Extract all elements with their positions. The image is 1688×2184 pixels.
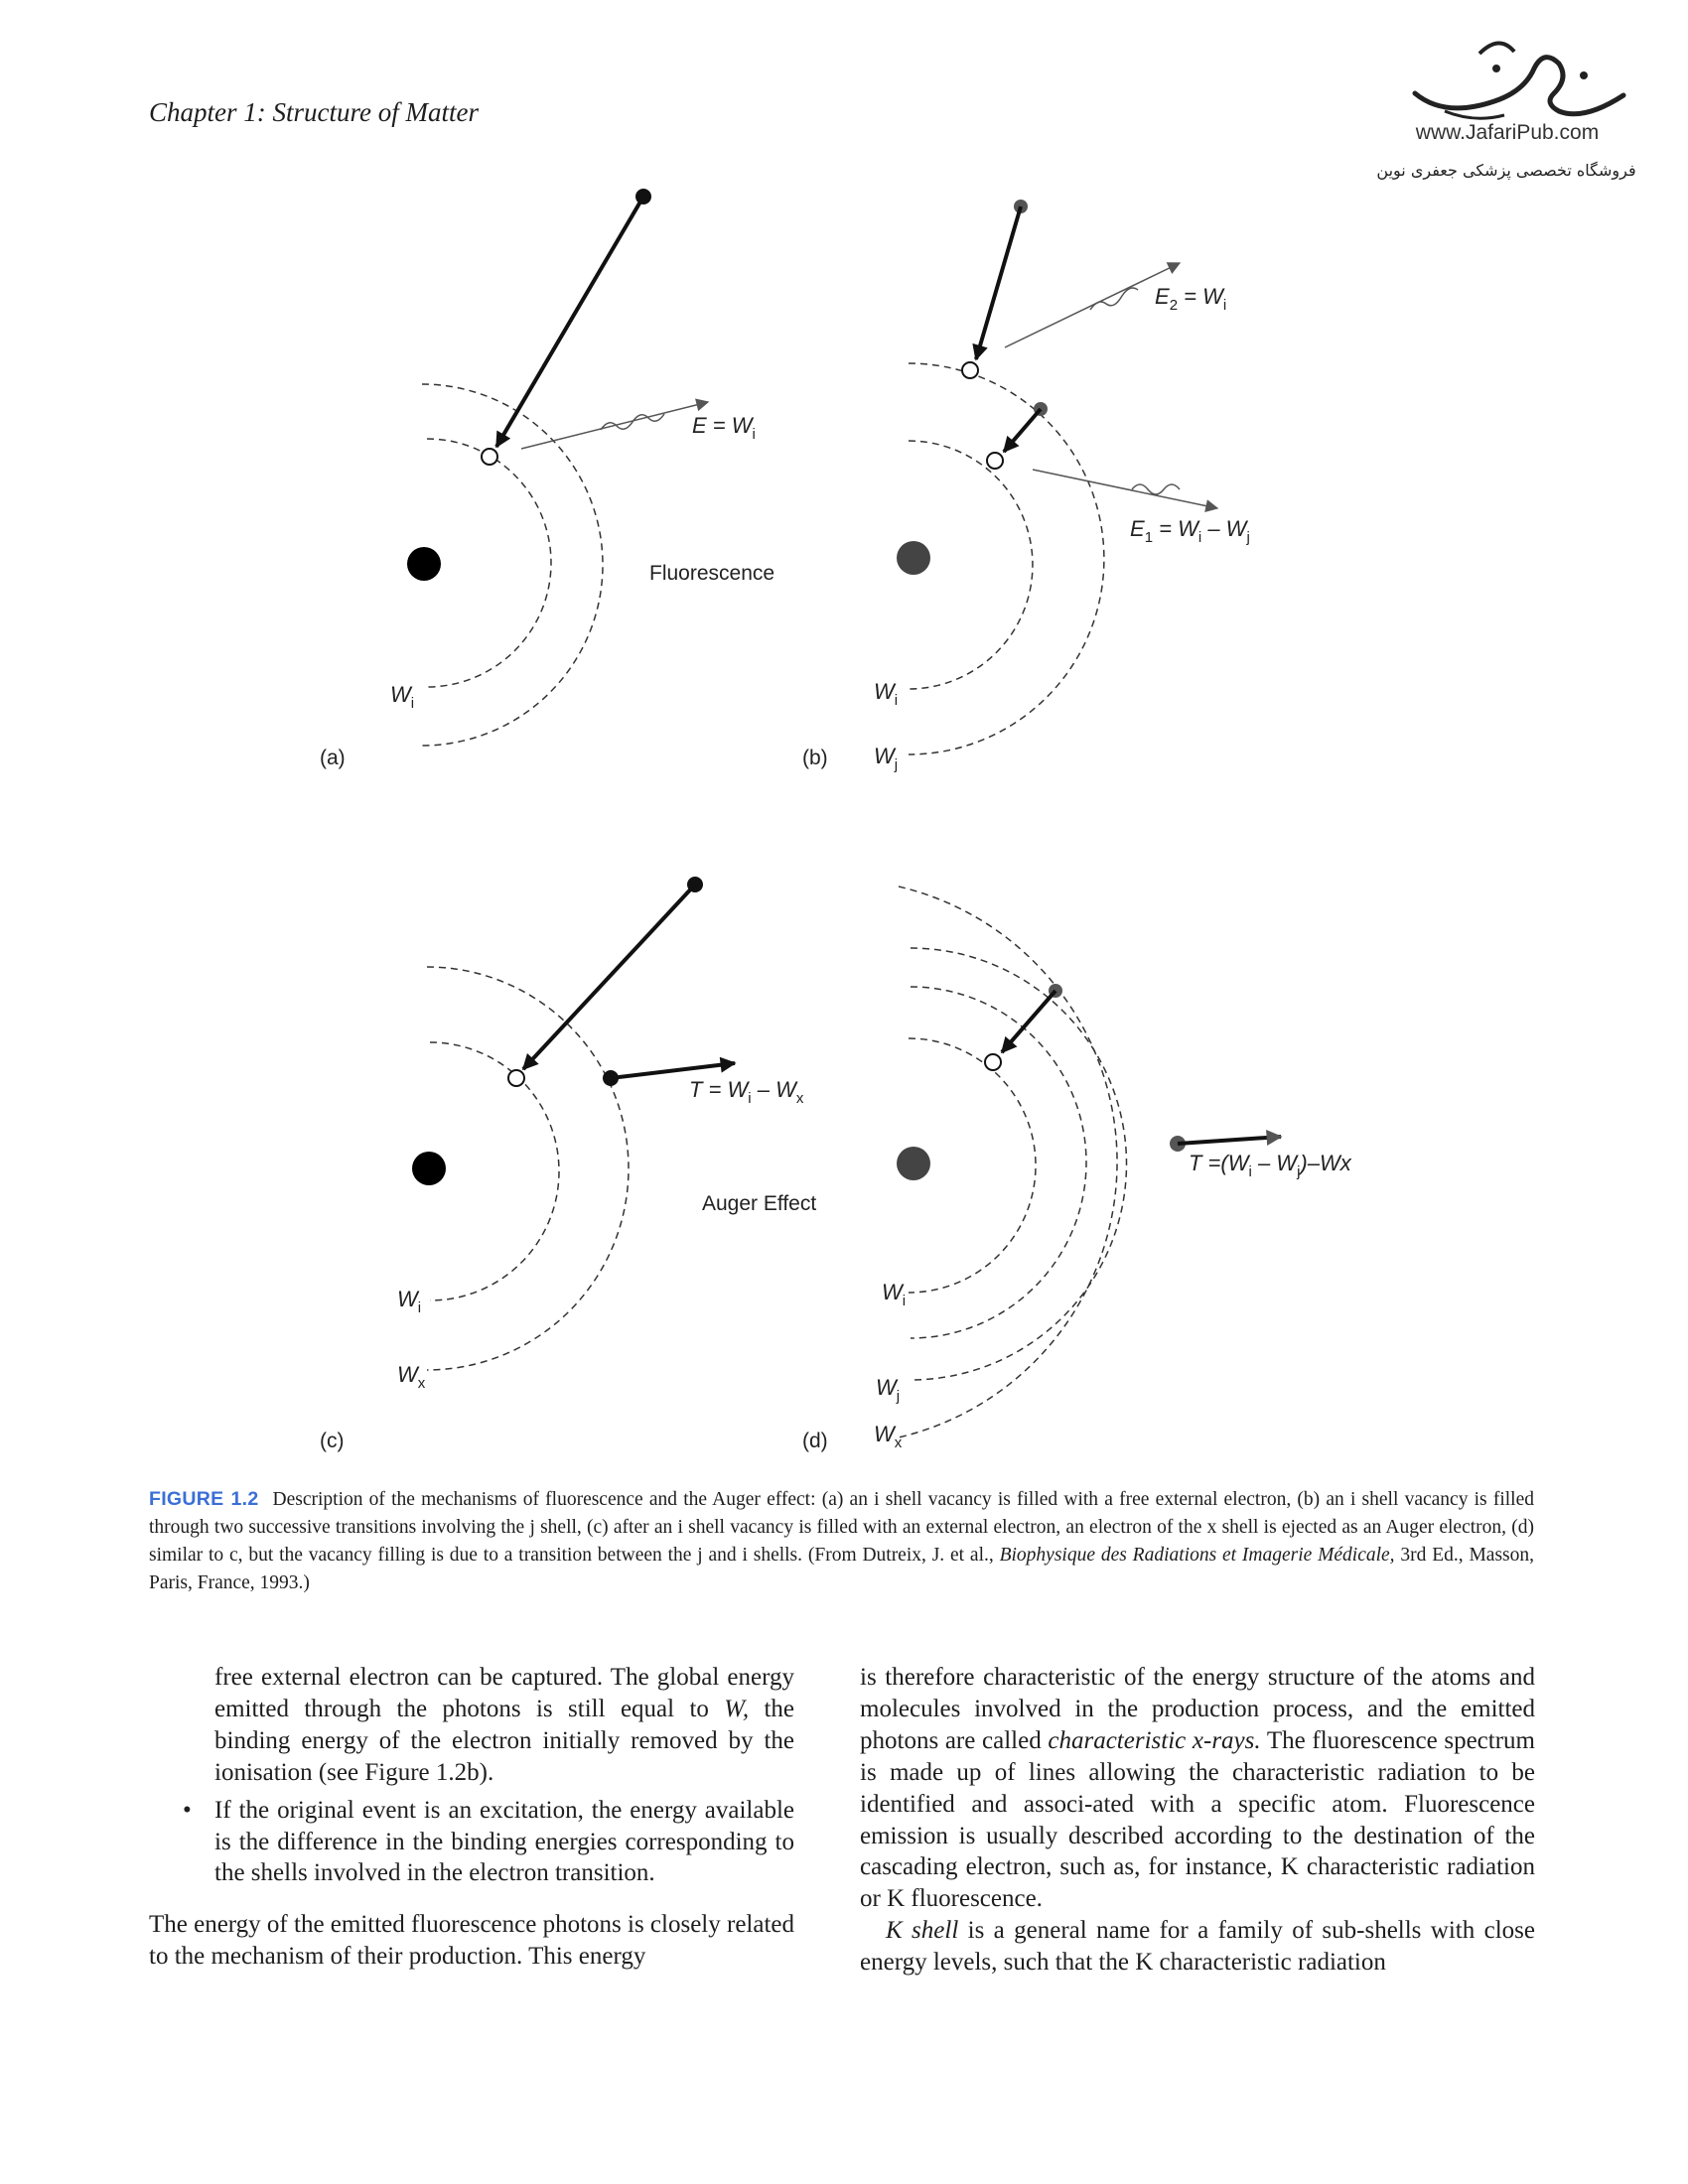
vacancy [507,1069,525,1087]
photon-line [520,398,710,450]
auger-arrow [610,1056,737,1080]
photon-wave [600,413,665,431]
svg-text:Wi: Wi [874,679,898,709]
svg-text:E = Wi: E = Wi [692,413,756,443]
label-e2: E [1155,284,1170,309]
transition-arrow [1002,407,1043,454]
paragraph: is therefore characteristic of the energ… [860,1664,1535,1913]
label-shell-x: W [397,1362,420,1387]
panel-letter: (c) [320,1430,345,1452]
vacancy-i [986,452,1004,470]
panel-d: T =(Wi – Wj)–Wx Wi Wj Wx (d) [802,886,1352,1452]
svg-text:E2 = Wi: E2 = Wi [1155,284,1226,314]
panel-title: Auger Effect [702,1192,816,1215]
panel-letter: (d) [802,1430,828,1452]
panel-letter: (a) [320,747,346,769]
bullet-icon: • [183,1796,192,1824]
nucleus [897,541,930,575]
book-title: Biophysique des Radiations et Imagerie M… [999,1545,1395,1566]
label-shell-i: W [397,1287,420,1311]
photon-wave-e2 [1089,287,1139,311]
label-energy: E = W [692,413,755,438]
figure-label: FIGURE 1.2 [149,1488,259,1510]
vacancy [984,1053,1002,1071]
transition-arrow [1000,989,1057,1054]
bullet-item: •If the original event is an excitation,… [183,1796,794,1887]
label-e1: E [1130,516,1145,541]
svg-text:T = Wi – Wx: T = Wi – Wx [689,1077,804,1107]
label-t: T =(W [1189,1151,1251,1175]
photon-line-e1 [1032,469,1219,512]
label-shell-j: W [874,744,897,768]
vacancy [481,448,498,466]
nucleus [412,1152,446,1185]
paragraph: The energy of the emitted fluorescence p… [149,1911,794,1971]
label-shell-j: W [876,1375,899,1400]
label-shell-i: W [390,682,413,707]
nucleus [897,1147,930,1180]
svg-text:Wj: Wj [874,744,898,773]
paragraph: free external electron can be captured. … [214,1664,795,1786]
paragraph: K shell is a general name for a family o… [860,1917,1535,1977]
panel-c: T = Wi – Wx Auger Effect Wi Wx (c) [320,877,816,1452]
label-t: T = W [689,1077,751,1102]
svg-text:Wi: Wi [882,1280,906,1309]
label-shell-i: W [882,1280,905,1304]
shell-j [908,362,1105,755]
svg-text:Wj: Wj [876,1375,900,1405]
shell-i [426,438,552,688]
vacancy-j [961,361,979,379]
svg-text:Wx: Wx [397,1362,426,1392]
shell-outer [421,383,604,747]
text-column-right: is therefore characteristic of the energ… [860,1662,1535,1979]
photon-wave-e1 [1131,483,1181,495]
panel-letter: (b) [802,747,828,769]
panel-b: E2 = Wi E1 = Wi – Wj Wi Wj (b) [802,200,1250,773]
shell-i [908,1037,1037,1294]
running-head: Chapter 1: Structure of Matter [149,97,479,127]
logo-tagline: فروشگاه تخصصی پزشکی جعفری نوین [1376,161,1636,180]
capture-arrow [494,195,645,449]
shell-j-outer [910,986,1087,1339]
shell-i [429,1041,560,1301]
text-column-left: free external electron can be captured. … [149,1662,794,1973]
svg-text:T =(Wi – Wj)–Wx: T =(Wi – Wj)–Wx [1189,1151,1352,1180]
shell-i [908,440,1034,690]
svg-text:E1 = Wi – Wj: E1 = Wi – Wj [1130,516,1250,546]
label-shell-i: W [874,679,897,704]
svg-text:Wx: Wx [874,1422,903,1451]
shell-x [426,966,630,1371]
publisher-logo [1412,41,1626,120]
label-shell-x: W [874,1422,897,1446]
shell-j [910,947,1128,1381]
shell-x [898,886,1118,1438]
logo-url: www.JafariPub.com [1415,121,1600,144]
auger-arrow [1177,1129,1283,1146]
svg-text:Wi: Wi [397,1287,421,1316]
capture-arrow [972,205,1023,361]
svg-text:Wi: Wi [390,682,414,712]
figure-1-2: E = Wi Fluorescence Wi (a) E2 = Wi E1 = … [320,189,1352,1452]
photon-line-e2 [1004,262,1182,348]
nucleus [407,547,441,581]
panel-title: Fluorescence [649,562,774,585]
panel-a: E = Wi Fluorescence Wi (a) [320,189,774,769]
capture-arrow [521,883,697,1071]
